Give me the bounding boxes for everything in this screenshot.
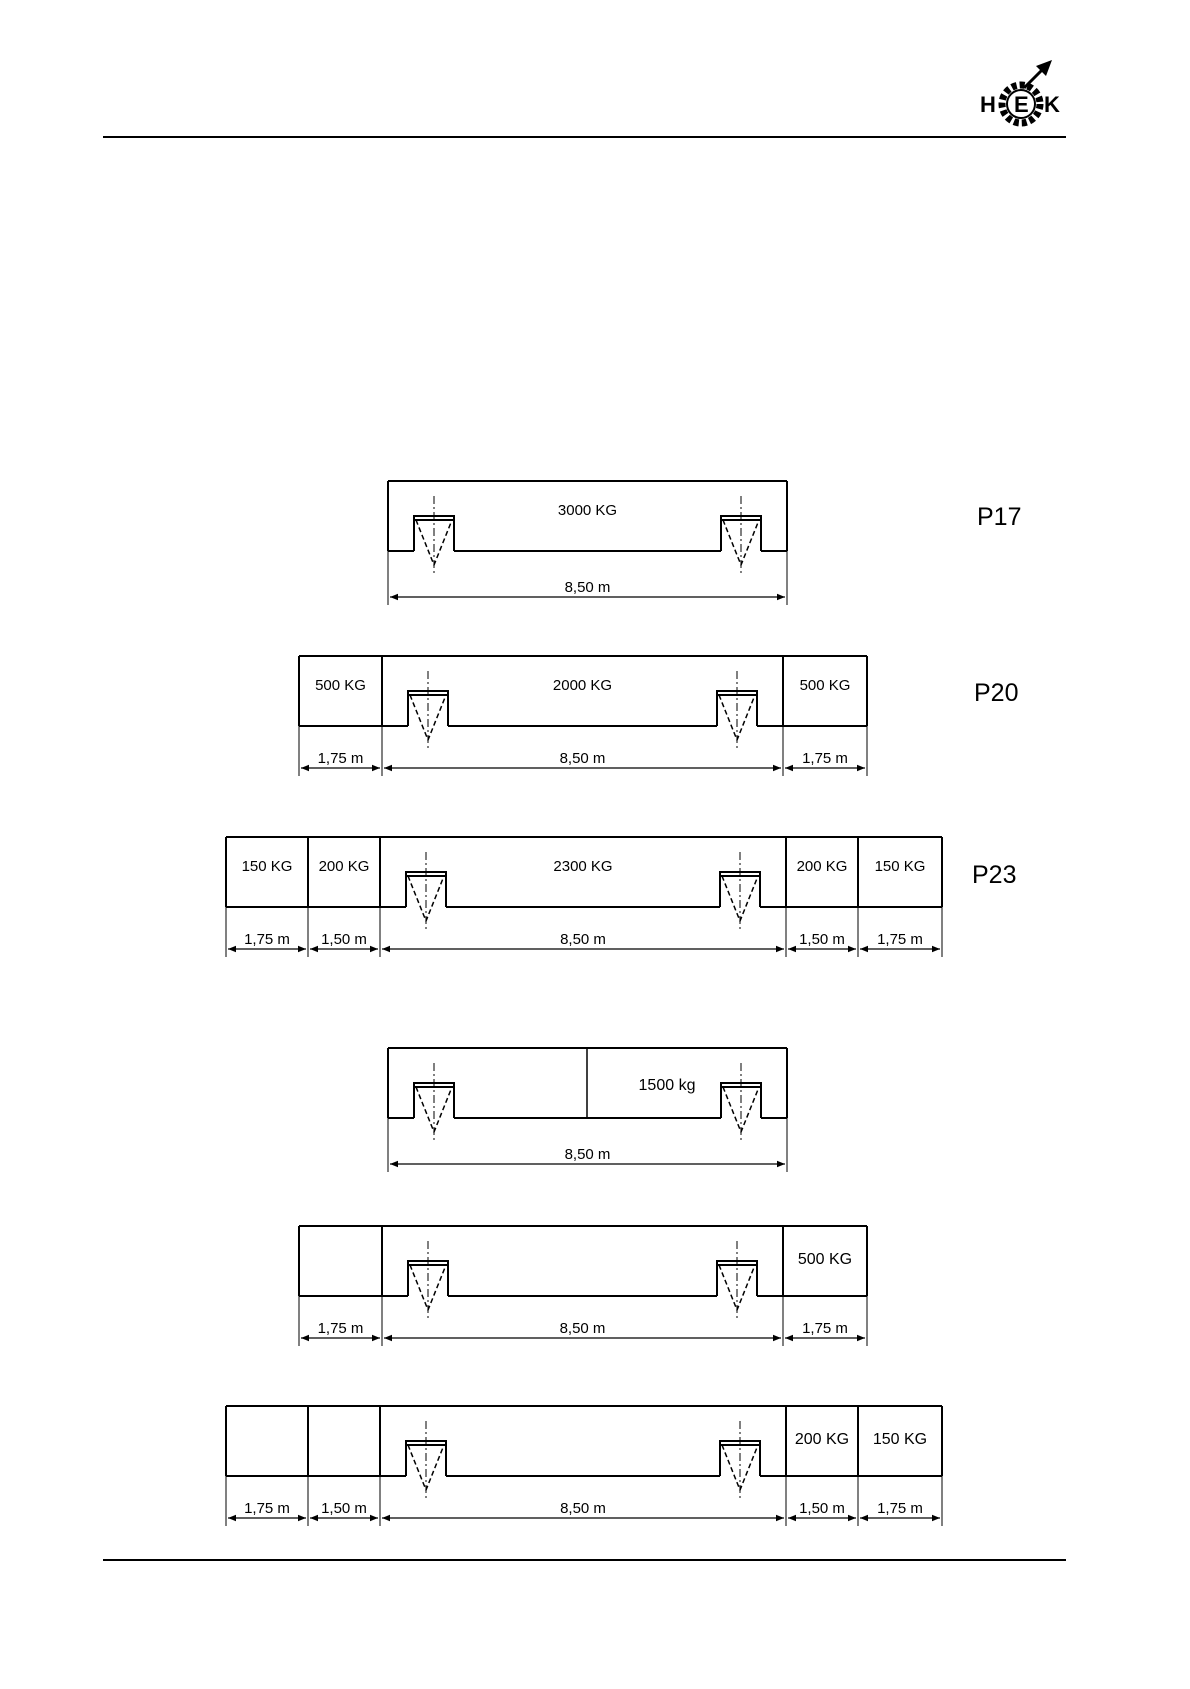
wheel-marker-right xyxy=(721,496,761,573)
dimension-label: 8,50 m xyxy=(560,1320,606,1337)
dimension-label: 1,75 m xyxy=(877,1500,923,1517)
load-diagrams: 3000 KG 8,50 m P17 500 KG 1,75 m 2000 KG 8,50 … xyxy=(226,481,1021,1526)
dimension-label: 8,50 m xyxy=(565,579,611,596)
load-label: 500 KG xyxy=(798,1251,852,1268)
load-label: 200 KG xyxy=(795,1431,849,1448)
load-label: 500 KG xyxy=(800,677,851,694)
arrow-icon xyxy=(1024,60,1052,88)
dimension-label: 1,75 m xyxy=(877,931,923,948)
load-label: 200 KG xyxy=(319,858,370,875)
dimension-label: 8,50 m xyxy=(560,750,606,767)
dimension-label: 8,50 m xyxy=(565,1146,611,1163)
wheel-marker-right xyxy=(717,671,757,748)
dimension-label: 1,75 m xyxy=(802,750,848,767)
load-label: 150 KG xyxy=(873,1431,927,1448)
load-label: 500 KG xyxy=(315,677,366,694)
dimension-label: 1,75 m xyxy=(802,1320,848,1337)
dimension-label: 1,50 m xyxy=(321,1500,367,1517)
diagram-asym-1: 1500 kg 8,50 m xyxy=(388,1048,787,1172)
dimension-label: 1,50 m xyxy=(799,1500,845,1517)
load-label: 3000 KG xyxy=(558,502,617,519)
dimension-label: 1,50 m xyxy=(799,931,845,948)
dimension-label: 1,75 m xyxy=(318,750,364,767)
load-label: 150 KG xyxy=(242,858,293,875)
type-tag: P20 xyxy=(974,679,1018,707)
logo-letter-e: E xyxy=(1014,92,1029,117)
wheel-marker-right xyxy=(721,1063,761,1140)
wheel-marker-right xyxy=(717,1241,757,1318)
type-tag: P23 xyxy=(972,861,1016,889)
wheel-marker-left xyxy=(408,1241,448,1318)
wheel-marker-right xyxy=(720,1421,760,1498)
wheel-marker-left xyxy=(406,1421,446,1498)
wheel-marker-right xyxy=(720,852,760,929)
logo-letter-k: K xyxy=(1044,92,1060,117)
wheel-marker-left xyxy=(406,852,446,929)
load-label: 150 KG xyxy=(875,858,926,875)
diagram-asym-3: 1,75 m 1,50 m 8,50 m 200 KG 1,50 m 150 KG 1,75… xyxy=(226,1406,942,1526)
logo-letter-h: H xyxy=(980,92,996,117)
dimension-label: 8,50 m xyxy=(560,931,606,948)
load-label: 2300 KG xyxy=(553,858,612,875)
dimension-label: 1,50 m xyxy=(321,931,367,948)
load-label: 2000 KG xyxy=(553,677,612,694)
wheel-marker-left xyxy=(414,1063,454,1140)
diagram-p20: 500 KG 1,75 m 2000 KG 8,50 m 500 KG 1,75 m P20 xyxy=(299,656,1018,776)
wheel-marker-left xyxy=(408,671,448,748)
dimension-label: 1,75 m xyxy=(244,931,290,948)
diagram-p17: 3000 KG 8,50 m P17 xyxy=(388,481,1021,605)
wheel-marker-left xyxy=(414,496,454,573)
diagram-p23: 150 KG 1,75 m 200 KG 1,50 m 2300 KG 8,50 m 200… xyxy=(226,837,1016,957)
hek-logo: H E K xyxy=(980,60,1060,123)
dimension-label: 8,50 m xyxy=(560,1500,606,1517)
type-tag: P17 xyxy=(977,503,1021,531)
dimension-label: 1,75 m xyxy=(244,1500,290,1517)
diagram-asym-2: 1,75 m 8,50 m 500 KG 1,75 m xyxy=(299,1226,867,1346)
load-label: 1500 kg xyxy=(639,1077,696,1094)
load-label: 200 KG xyxy=(797,858,848,875)
dimension-label: 1,75 m xyxy=(318,1320,364,1337)
